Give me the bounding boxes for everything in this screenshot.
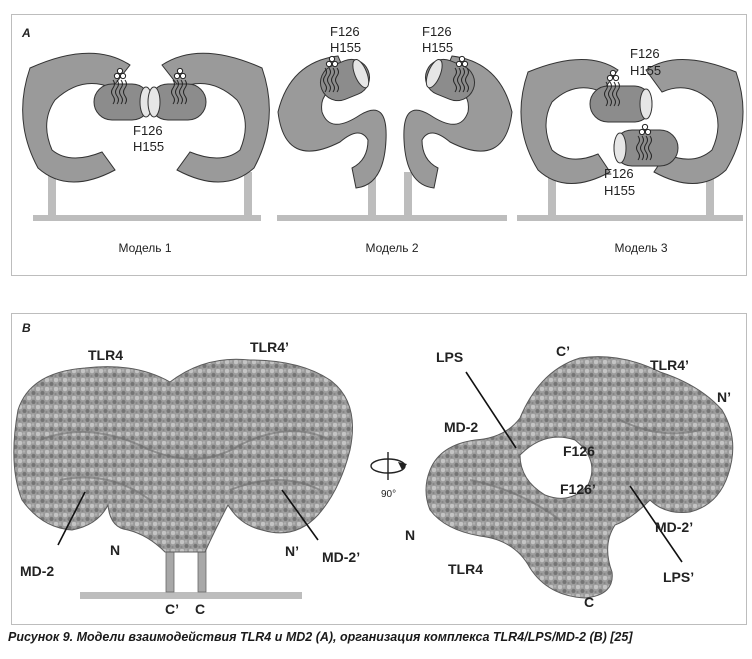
label-n-terminus: N [405, 527, 415, 543]
label-tlr4-prime: TLR4’ [250, 339, 289, 355]
membrane-line [277, 215, 507, 221]
tlr4-horseshoe-left [520, 59, 619, 184]
label-tlr4: TLR4 [448, 561, 483, 577]
transmembrane-stalk [368, 172, 376, 215]
residue-label: H155 [630, 63, 661, 78]
model-label: Модель 2 [365, 241, 418, 255]
residue-label: F126 [133, 123, 163, 138]
residue-label: F126 [604, 166, 634, 181]
pointer-line [629, 485, 683, 563]
label-md2: MD-2 [20, 563, 54, 579]
transmembrane-stalk [548, 172, 556, 215]
surface-model-left [13, 358, 353, 553]
pointer-line [57, 491, 86, 546]
tlr4-horseshoe-left [22, 52, 131, 183]
residue-label: H155 [422, 40, 453, 55]
pointer-line [465, 371, 517, 449]
model-1-diagram: F126 H155 Модель 1 [22, 52, 270, 255]
central-cavity [519, 436, 593, 499]
label-md2: MD-2 [444, 419, 478, 435]
md2-cylinder-face [613, 132, 627, 164]
residue-label: H155 [330, 40, 361, 55]
residue-label: F126 [422, 24, 452, 39]
label-c-prime-terminus: C’ [556, 343, 570, 359]
label-n-prime-terminus: N’ [285, 543, 299, 559]
panel-b-letter: B [22, 321, 31, 335]
membrane-line [80, 592, 302, 599]
label-n-prime-terminus: N’ [717, 389, 731, 405]
tlr4-md2-dimer-top-view: LPS C’ TLR4’ N’ MD-2 F126 F126’ MD-2’ N … [405, 343, 734, 610]
label-md2-prime: MD-2’ [655, 519, 693, 535]
md2-cylinder-face [352, 59, 370, 89]
tlr4-horseshoe-right [645, 59, 744, 184]
panel-a-frame [11, 14, 747, 276]
transmembrane-stalk [48, 172, 56, 215]
md2-cylinder-face [147, 86, 161, 118]
membrane-line [517, 215, 743, 221]
panel-a-letter: A [21, 26, 31, 40]
rotation-90-icon: 90° [370, 452, 407, 500]
residue-label: H155 [604, 183, 635, 198]
md2-cylinder-face [639, 88, 653, 120]
label-c-terminus: C [584, 594, 594, 610]
tlr4-md2-dimer-side-view: TLR4 TLR4’ MD-2 MD-2’ N N’ C’ C [13, 339, 360, 617]
label-c-terminus: C [195, 601, 205, 617]
label-f126: F126 [563, 443, 595, 459]
residue-label: F126 [630, 46, 660, 61]
md2-cylinder-face [425, 59, 443, 89]
tlr4-horseshoe-right [161, 52, 270, 183]
label-lps: LPS [436, 349, 463, 365]
panel-b-frame [11, 313, 747, 625]
model-2-diagram: F126 H155 F126 H155 Модель 2 [277, 24, 513, 255]
label-tlr4: TLR4 [88, 347, 123, 363]
label-tlr4-prime: TLR4’ [650, 357, 689, 373]
rotation-label: 90° [381, 489, 396, 500]
residue-label: H155 [133, 139, 164, 154]
transmembrane-stalk [165, 547, 175, 593]
model-label: Модель 3 [614, 241, 667, 255]
transmembrane-stalk [404, 172, 412, 215]
transmembrane-stalk [244, 172, 252, 215]
label-lps-prime: LPS’ [663, 569, 694, 585]
pointer-line [281, 489, 319, 541]
model-label: Модель 1 [118, 241, 171, 255]
transmembrane-stalk [197, 547, 207, 593]
transmembrane-stalk [706, 172, 714, 215]
residue-label: F126 [330, 24, 360, 39]
model-3-diagram: F126 H155 F126 H155 Модель 3 [517, 46, 744, 255]
figure-caption: Рисунок 9. Модели взаимодействия TLR4 и … [8, 630, 633, 644]
label-c-prime-terminus: C’ [165, 601, 179, 617]
label-md2-prime: MD-2’ [322, 549, 360, 565]
label-f126-prime: F126’ [560, 481, 596, 497]
label-n-terminus: N [110, 542, 120, 558]
membrane-line [33, 215, 261, 221]
